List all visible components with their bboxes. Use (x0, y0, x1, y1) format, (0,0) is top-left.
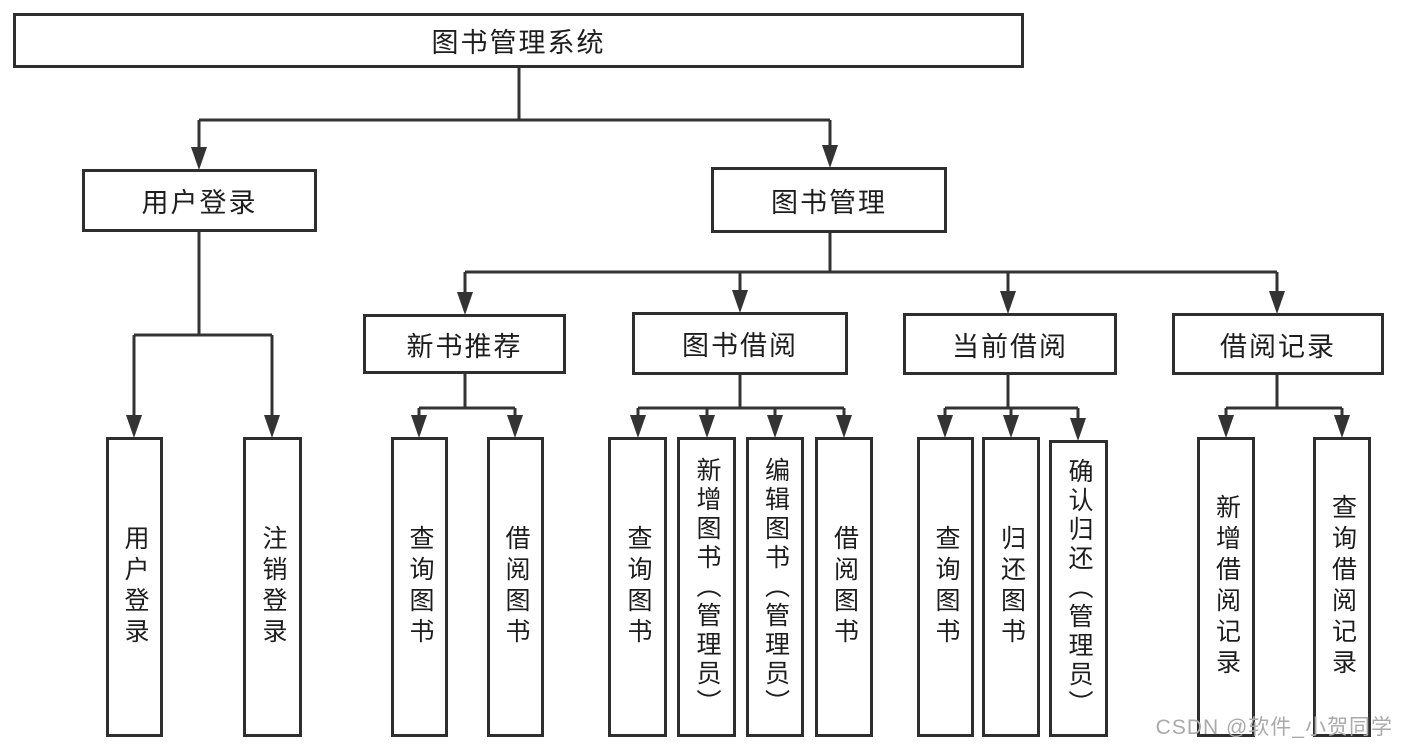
leaf-query-book-borrow-label: 查询图书 (624, 525, 652, 649)
leaf-borrow-book-label: 借阅图书 (830, 525, 859, 649)
leaf-query-book-current-label: 查询图书 (932, 525, 960, 649)
leaf-return-book: 归还图书 (982, 437, 1040, 737)
leaf-edit-book-admin-label: 编辑图书（管理员） (761, 456, 790, 718)
leaf-return-book-label: 归还图书 (997, 525, 1026, 649)
leaf-query-book-borrow: 查询图书 (608, 437, 667, 737)
leaf-borrow-book-recommend: 借阅图书 (487, 437, 544, 737)
node-new-book-recommend-label: 新书推荐 (406, 331, 523, 362)
leaf-edit-book-admin: 编辑图书（管理员） (746, 437, 804, 737)
leaf-query-borrow-record-label: 查询借阅记录 (1328, 494, 1357, 680)
node-book-borrow: 图书借阅 (632, 312, 848, 375)
leaf-query-book-recommend-label: 查询图书 (406, 525, 434, 649)
node-user-login: 用户登录 (82, 169, 317, 232)
leaf-confirm-return-admin-label: 确认归还（管理员） (1065, 458, 1093, 719)
leaf-query-book-current: 查询图书 (917, 437, 974, 737)
leaf-logout: 注销登录 (243, 437, 302, 737)
node-borrow-record-label: 借阅记录 (1220, 331, 1336, 362)
leaf-borrow-book: 借阅图书 (815, 437, 873, 737)
leaf-query-borrow-record: 查询借阅记录 (1313, 437, 1371, 737)
leaf-query-book-recommend: 查询图书 (391, 437, 448, 737)
leaf-add-book-admin: 新增图书（管理员） (677, 437, 736, 737)
node-root: 图书管理系统 (13, 13, 1024, 68)
leaf-borrow-book-recommend-label: 借阅图书 (502, 525, 530, 649)
node-root-label: 图书管理系统 (431, 28, 606, 58)
leaf-add-borrow-record: 新增借阅记录 (1197, 437, 1255, 737)
node-new-book-recommend: 新书推荐 (363, 314, 566, 374)
leaf-logout-label: 注销登录 (259, 525, 287, 649)
node-current-borrow-label: 当前借阅 (952, 331, 1068, 362)
node-borrow-record: 借阅记录 (1172, 313, 1384, 375)
leaf-user-login-label: 用户登录 (121, 525, 149, 649)
leaf-add-borrow-record-label: 新增借阅记录 (1212, 494, 1241, 680)
arrowheads (126, 145, 1350, 441)
node-current-borrow: 当前借阅 (903, 313, 1117, 375)
node-book-management-label: 图书管理 (771, 187, 887, 218)
leaf-add-book-admin-label: 新增图书（管理员） (693, 456, 721, 718)
node-book-management: 图书管理 (711, 167, 947, 233)
leaf-user-login: 用户登录 (106, 437, 163, 737)
leaf-confirm-return-admin: 确认归还（管理员） (1049, 440, 1108, 737)
csdn-watermark: CSDN @软件_小贺同学 (1155, 716, 1393, 739)
node-user-login-label: 用户登录 (141, 188, 258, 218)
node-book-borrow-label: 图书借阅 (682, 331, 798, 361)
